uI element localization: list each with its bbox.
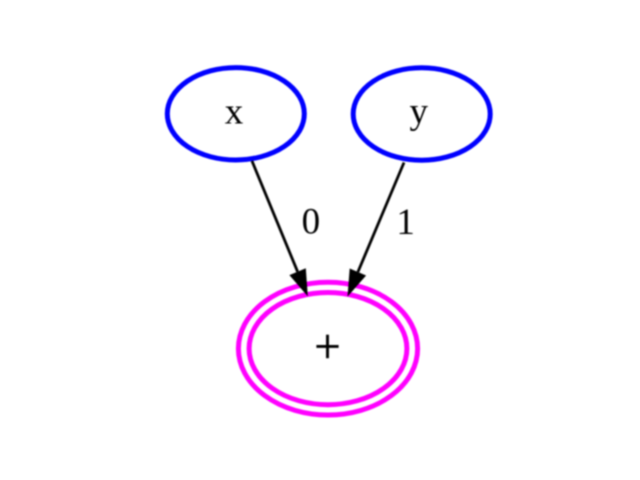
- svg-text:y: y: [410, 91, 429, 132]
- svg-text:1: 1: [396, 202, 415, 243]
- svg-text:0: 0: [302, 202, 321, 243]
- svg-text:x: x: [225, 91, 244, 132]
